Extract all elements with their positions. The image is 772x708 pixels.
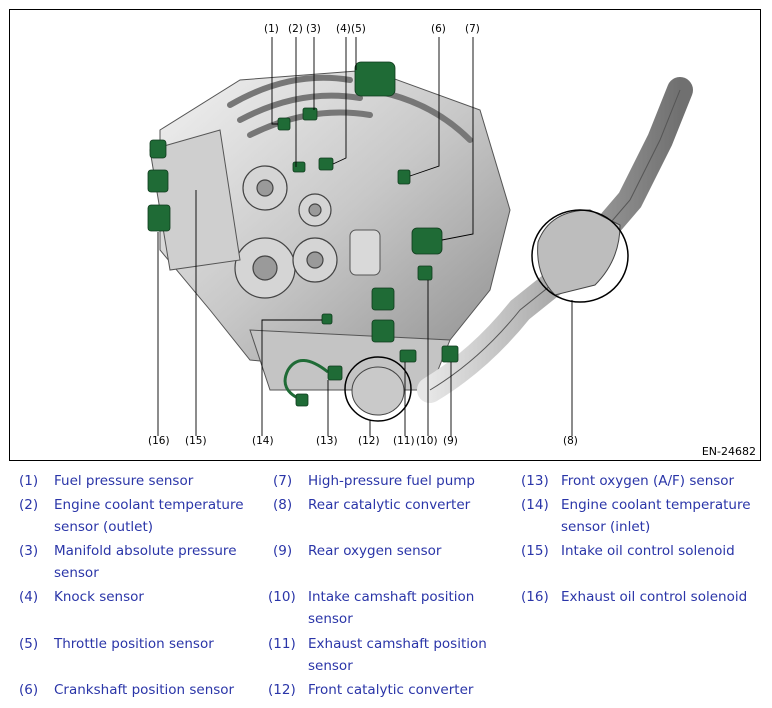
legend-text-11b: sensor (308, 658, 353, 674)
legend-num-4: (4) (19, 589, 39, 605)
legend-item-11: (11) Exhaust camshaft position sensor (268, 633, 508, 677)
legend-num-11: (11) (268, 636, 296, 652)
legend-text-5: Throttle position sensor (54, 636, 214, 652)
legend-text-3b: sensor (54, 565, 99, 581)
callout-9: (9) (443, 435, 458, 447)
oxygen-sensor-harness (283, 359, 329, 402)
rear-catalytic-body (537, 209, 621, 296)
callout-8: (8) (563, 435, 578, 447)
callout-14: (14) (252, 435, 274, 447)
sensor-11 (399, 349, 417, 363)
legend-num-9: (9) (273, 543, 293, 559)
oil-pan (249, 329, 451, 391)
legend-item-3: (3) Manifold absolute pressure sensor (19, 540, 259, 584)
legend-text-13: Front oxygen (A/F) sensor (561, 473, 735, 489)
legend-num-8: (8) (273, 497, 293, 513)
callout-3: (3) (306, 23, 321, 35)
sensor-6 (397, 169, 411, 185)
sensor-1 (277, 117, 291, 131)
sensor-4 (318, 157, 334, 171)
callout-1: (1) (264, 23, 279, 35)
legend-num-15: (15) (521, 543, 549, 559)
legend-text-4: Knock sensor (54, 589, 144, 605)
sensor-15b (149, 139, 167, 159)
sensor-5 (354, 61, 396, 97)
sensor-13 (327, 365, 343, 381)
legend-num-12: (12) (268, 682, 296, 698)
callout-16: (16) (148, 435, 170, 447)
legend-text-9: Rear oxygen sensor (308, 543, 442, 559)
engine-sensor-diagram: (1) (2) (3) (4) (5) (6) (7) (8) (9) (10)… (9, 9, 761, 461)
legend-num-14: (14) (521, 497, 549, 513)
legend-num-3: (3) (19, 543, 39, 559)
front-catalytic-body (351, 366, 405, 416)
sensor-10 (417, 265, 433, 281)
legend-num-1: (1) (19, 473, 39, 489)
callout-13: (13) (316, 435, 338, 447)
sensor-16 (147, 204, 171, 232)
figure-id: EN-24682 (701, 445, 756, 458)
legend-num-6: (6) (19, 682, 39, 698)
callout-12: (12) (358, 435, 380, 447)
legend-num-7: (7) (273, 473, 293, 489)
legend-num-2: (2) (19, 497, 39, 513)
callout-7: (7) (465, 23, 480, 35)
callout-10: (10) (416, 435, 438, 447)
leader-lines (157, 37, 573, 436)
callout-2: (2) (288, 23, 303, 35)
sensor-14 (321, 313, 333, 325)
sensor-12b (371, 319, 395, 343)
front-catalytic-highlight (344, 356, 412, 422)
callout-5: (5) (351, 23, 366, 35)
legend-text-16: Exhaust oil control solenoid (561, 589, 748, 605)
engine-block (159, 69, 511, 371)
legend-item-14: (14) Engine coolant temperature sensor (… (521, 494, 766, 538)
legend-text-15: Intake oil control solenoid (561, 543, 735, 559)
legend-text-10b: sensor (308, 611, 353, 627)
legend-text-14a: Engine coolant temperature (561, 497, 751, 513)
sensors (147, 61, 459, 407)
legend-text-2b: sensor (outlet) (54, 519, 154, 535)
legend-text-14b: sensor (inlet) (561, 519, 651, 535)
legend-text-1: Fuel pressure sensor (54, 473, 194, 489)
callout-15: (15) (185, 435, 207, 447)
pulleys (234, 165, 338, 299)
legend-item-2: (2) Engine coolant temperature sensor (o… (19, 494, 259, 538)
sensor-7 (411, 227, 443, 255)
legend-text-2a: Engine coolant temperature (54, 497, 244, 513)
legend-item-10: (10) Intake camshaft position sensor (268, 586, 508, 630)
rear-catalytic-highlight (531, 209, 629, 303)
callout-11: (11) (393, 435, 415, 447)
engine-illustration (147, 37, 693, 436)
sensor-3 (302, 107, 318, 121)
legend-text-12: Front catalytic converter (308, 682, 474, 698)
callout-6: (6) (431, 23, 446, 35)
legend-num-5: (5) (19, 636, 39, 652)
legend-num-10: (10) (268, 589, 296, 605)
legend-text-8: Rear catalytic converter (308, 497, 471, 513)
callout-4: (4) (336, 23, 351, 35)
legend-num-13: (13) (521, 473, 549, 489)
sensor-13b (295, 393, 309, 407)
legend-num-16: (16) (521, 589, 549, 605)
oil-filter (349, 229, 381, 276)
sensor-2 (292, 161, 306, 173)
sensor-9 (441, 345, 459, 363)
legend-text-6: Crankshaft position sensor (54, 682, 235, 698)
legend-text-3a: Manifold absolute pressure (54, 543, 237, 559)
legend-text-11a: Exhaust camshaft position (308, 636, 487, 652)
sensor-15 (147, 169, 169, 193)
legend-text-7: High-pressure fuel pump (308, 473, 476, 489)
legend-text-10a: Intake camshaft position (308, 589, 475, 605)
sensor-12a (371, 287, 395, 311)
